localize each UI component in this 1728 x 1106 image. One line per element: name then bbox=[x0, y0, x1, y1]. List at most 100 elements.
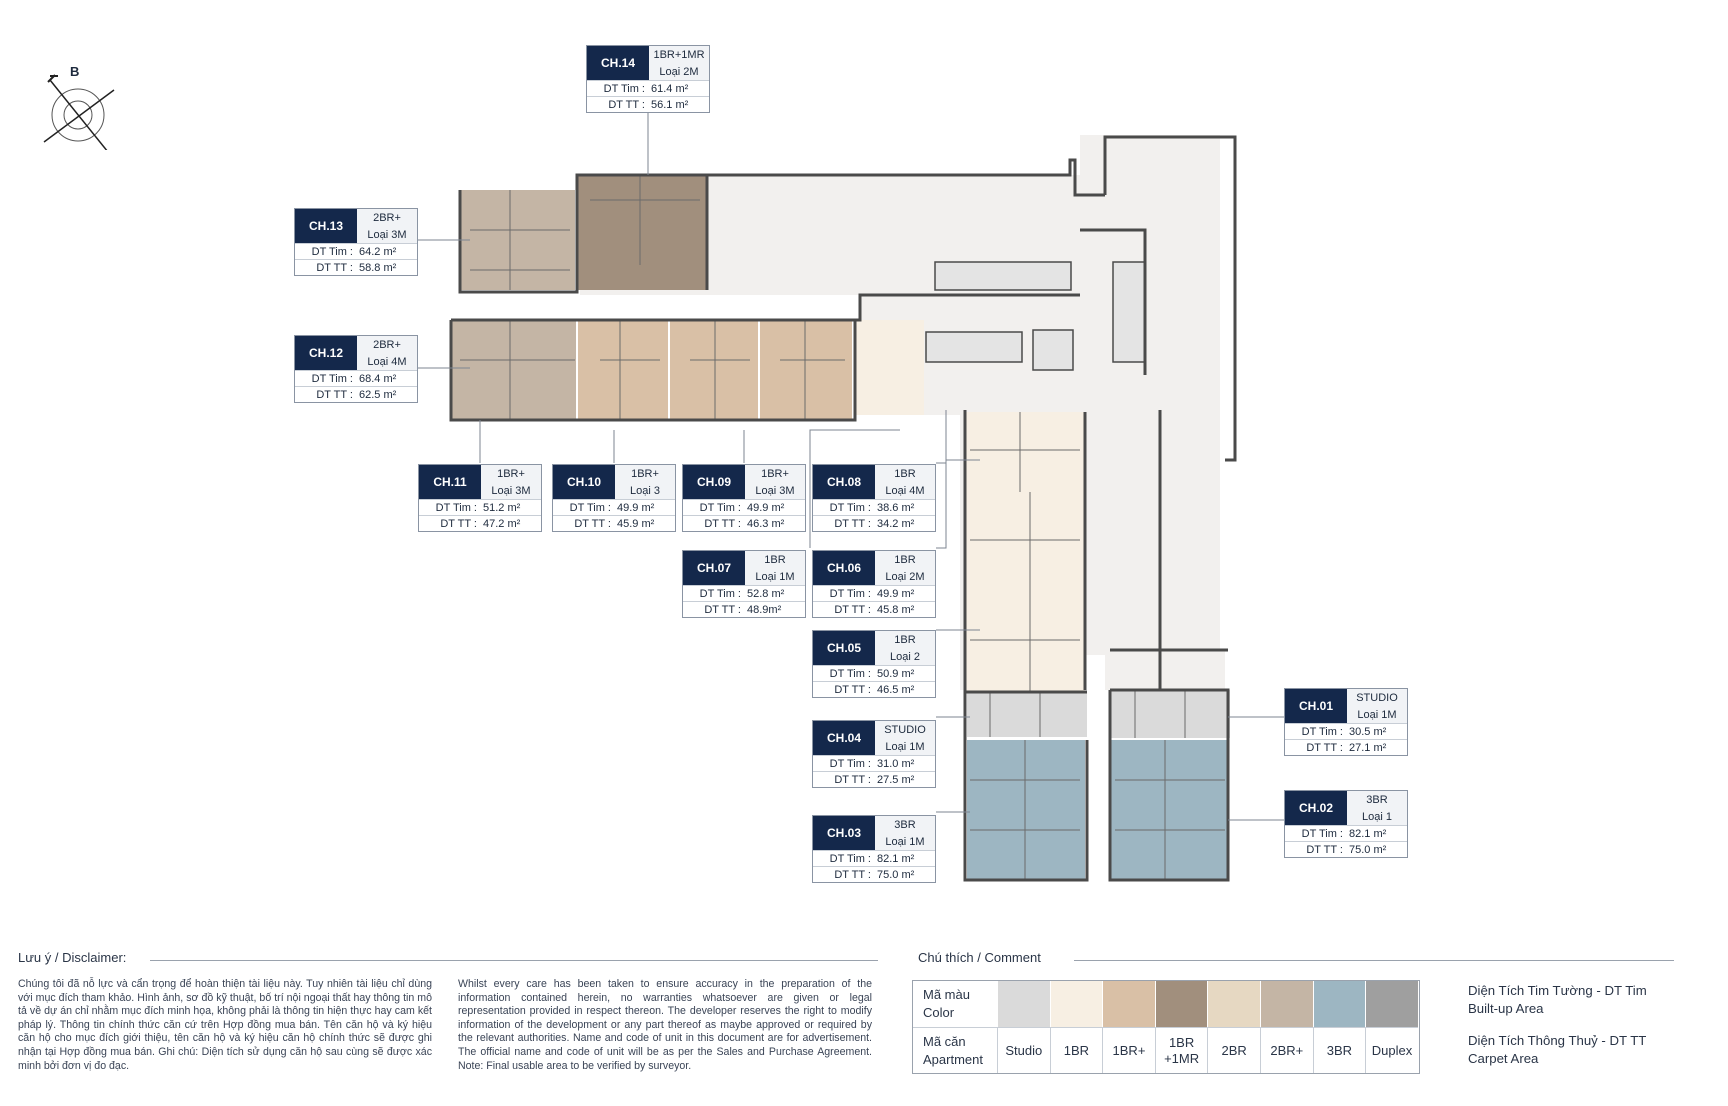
builtup-row: DT Tim : 52.8 m² bbox=[683, 585, 805, 602]
carpet-row: DT TT :27.5 m² bbox=[813, 771, 935, 788]
unit-ch10 bbox=[670, 320, 758, 420]
carpet-row: DT TT : 48.9m² bbox=[683, 601, 805, 618]
disclaimer-title: Lưu ý / Disclaimer: bbox=[18, 950, 127, 965]
builtup-label: DT Tim : bbox=[311, 373, 353, 385]
unit-type: 1BR+ bbox=[745, 465, 805, 483]
legend-label: 1BR +1MR bbox=[1154, 1027, 1208, 1073]
disclaimer-en: Whilst every care has been taken to ensu… bbox=[458, 978, 872, 1072]
carpet-label: DT TT : bbox=[834, 869, 871, 881]
unit-code: CH.11 bbox=[419, 465, 481, 499]
builtup-label: DT Tim : bbox=[1301, 726, 1343, 738]
carpet-value: 47.2 m² bbox=[483, 518, 521, 530]
carpet-value: 48.9m² bbox=[747, 604, 782, 616]
unit-ch04 bbox=[967, 692, 1087, 737]
builtup-row: DT Tim :82.1 m² bbox=[1285, 825, 1407, 842]
carpet-row: DT TT :75.0 m² bbox=[1285, 841, 1407, 858]
builtup-row: DT Tim : 49.9 m² bbox=[553, 499, 675, 516]
builtup-label: DT Tim : bbox=[435, 502, 477, 514]
walls bbox=[449, 135, 1237, 882]
unit-layout: Loại 3M bbox=[481, 482, 541, 499]
unit-code: CH.03 bbox=[813, 816, 875, 850]
builtup-value: 49.9 m² bbox=[617, 502, 655, 514]
unit-code: CH.04 bbox=[813, 721, 875, 755]
carpet-row: DT TT :45.8 m² bbox=[813, 601, 935, 618]
unit-ch09 bbox=[760, 320, 852, 420]
carpet-value: 75.0 m² bbox=[877, 869, 915, 881]
carpet-value: 46.3 m² bbox=[747, 518, 785, 530]
def-builtup: Diện Tích Tim Tường - DT Tim Built-up Ar… bbox=[1468, 983, 1647, 1016]
carpet-label: DT TT : bbox=[574, 518, 611, 530]
builtup-row: DT Tim :50.9 m² bbox=[813, 665, 935, 682]
unit-type: 1BR+ bbox=[615, 465, 675, 483]
unit-type: 2BR+ bbox=[357, 336, 417, 354]
compass: B bbox=[38, 60, 118, 153]
unit-code: CH.02 bbox=[1285, 791, 1347, 825]
builtup-value: 51.2 m² bbox=[483, 502, 521, 514]
legend-apartment-header: Mã căn Apartment bbox=[913, 1027, 997, 1073]
legend-swatch bbox=[1207, 981, 1260, 1027]
builtup-label: DT Tim : bbox=[699, 588, 741, 600]
unit-ch08 bbox=[854, 320, 924, 415]
leader-lines bbox=[418, 110, 1284, 821]
unit-ch01 bbox=[1110, 690, 1230, 738]
carpet-row: DT TT :47.2 m² bbox=[419, 515, 541, 532]
unit-layout: Loại 1M bbox=[875, 738, 935, 755]
unit-type: 1BR bbox=[875, 465, 935, 483]
carpet-label: DT TT : bbox=[704, 604, 741, 616]
builtup-value: 38.6 m² bbox=[877, 502, 915, 514]
builtup-row: DT Tim :82.1 m² bbox=[813, 850, 935, 867]
builtup-value: 52.8 m² bbox=[747, 588, 785, 600]
builtup-value: 49.9 m² bbox=[747, 502, 785, 514]
carpet-value: 62.5 m² bbox=[359, 389, 397, 401]
lift-core bbox=[925, 261, 1146, 371]
legend-swatch bbox=[1102, 981, 1155, 1027]
builtup-label: DT Tim : bbox=[829, 502, 871, 514]
builtup-row: DT Tim : 51.2 m² bbox=[419, 499, 541, 516]
unit-code: CH.05 bbox=[813, 631, 875, 665]
carpet-label: DT TT : bbox=[834, 518, 871, 530]
def-carpet: Diện Tích Thông Thuỷ - DT TT Carpet Area bbox=[1468, 1033, 1647, 1066]
carpet-row: DT TT :56.1 m² bbox=[587, 96, 709, 113]
carpet-label: DT TT : bbox=[834, 604, 871, 616]
legend-label: 2BR bbox=[1207, 1027, 1260, 1073]
legend-swatch bbox=[1312, 981, 1366, 1027]
legend-color-header: Mã màu Color bbox=[923, 987, 970, 1020]
unit-ch03 bbox=[967, 740, 1085, 880]
unit-code: CH.13 bbox=[295, 209, 357, 243]
unit-ch05 bbox=[965, 592, 1085, 692]
legend-title: Chú thích / Comment bbox=[918, 950, 1041, 965]
unit-code: CH.07 bbox=[683, 551, 745, 585]
carpet-label: DT TT : bbox=[608, 99, 645, 111]
partitions bbox=[460, 175, 1225, 880]
builtup-label: DT Tim : bbox=[829, 668, 871, 680]
builtup-row: DT Tim :30.5 m² bbox=[1285, 723, 1407, 740]
carpet-label: DT TT : bbox=[1306, 844, 1343, 856]
unit-layout: Loại 1M bbox=[875, 833, 935, 850]
carpet-label: DT TT : bbox=[834, 684, 871, 696]
builtup-label: DT Tim : bbox=[569, 502, 611, 514]
builtup-label: DT Tim : bbox=[829, 588, 871, 600]
unit-type: 3BR bbox=[1347, 791, 1407, 809]
builtup-row: DT Tim :61.4 m² bbox=[587, 80, 709, 97]
disclaimer-rule bbox=[150, 960, 878, 961]
unit-ch06 bbox=[965, 492, 1085, 592]
disclaimer-vi: Chúng tôi đã nỗ lực và cẩn trọng để hoàn… bbox=[18, 978, 432, 1072]
unit-type: 1BR bbox=[875, 551, 935, 569]
legend-swatch bbox=[997, 981, 1050, 1027]
legend-swatch bbox=[1154, 981, 1208, 1027]
carpet-row: DT TT :46.3 m² bbox=[683, 515, 805, 532]
builtup-value: 49.9 m² bbox=[877, 588, 915, 600]
carpet-row: DT TT :34.2 m² bbox=[813, 515, 935, 532]
carpet-row: DT TT :46.5 m² bbox=[813, 681, 935, 698]
builtup-row: DT Tim :64.2 m² bbox=[295, 243, 417, 260]
builtup-value: 68.4 m² bbox=[359, 373, 397, 385]
builtup-label: DT Tim : bbox=[603, 83, 645, 95]
unit-layout: Loại 4M bbox=[875, 482, 935, 499]
